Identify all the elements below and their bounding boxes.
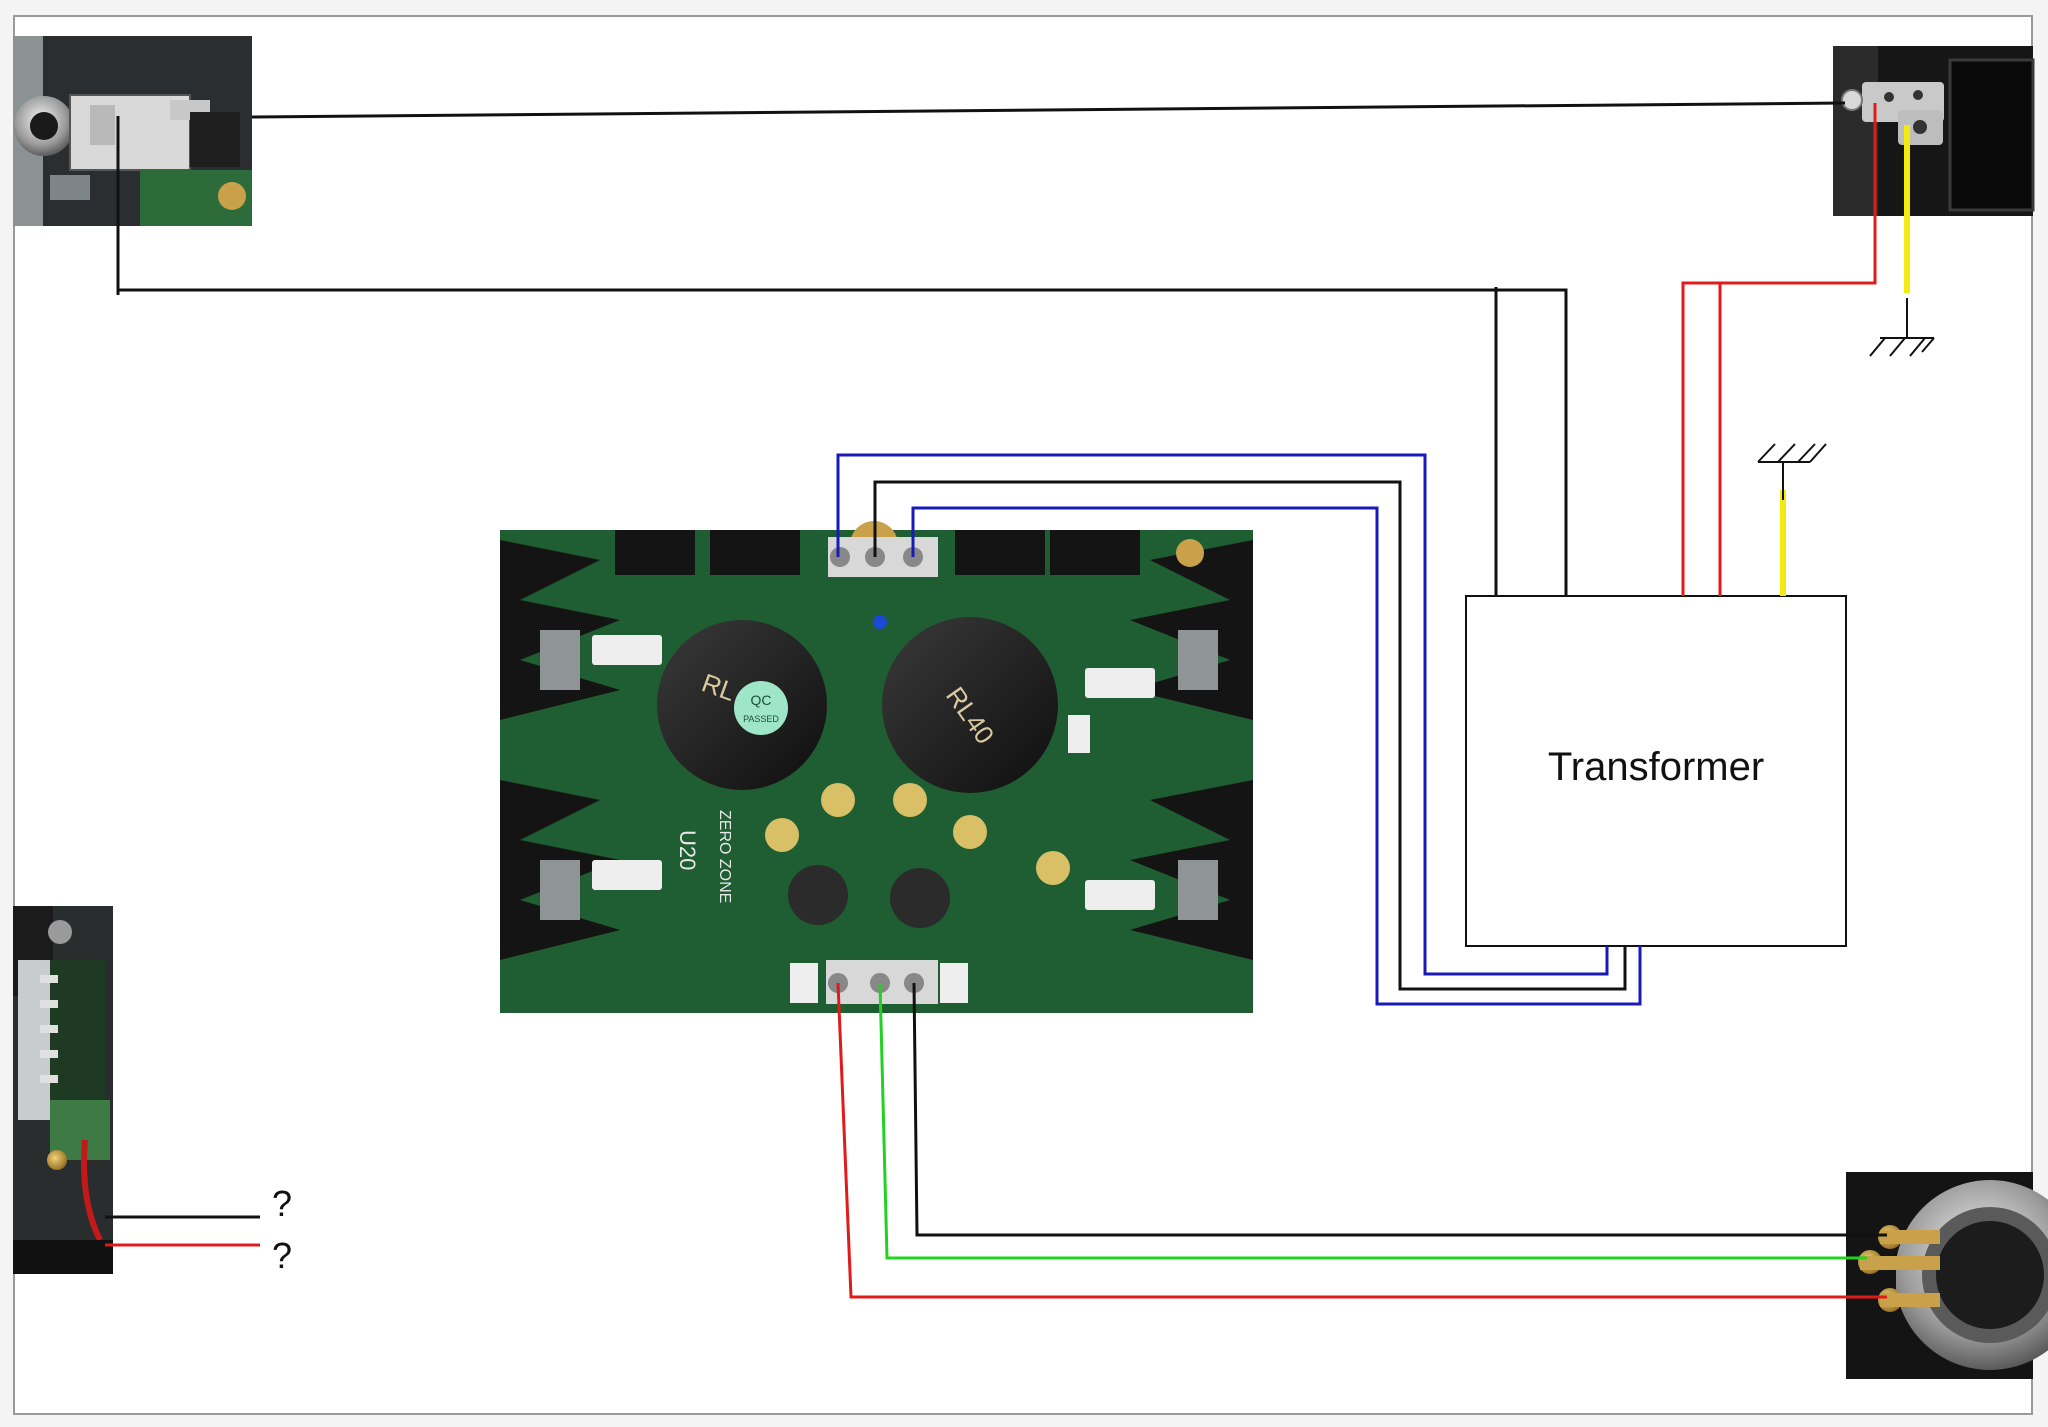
wire-black-jack-to-transformer — [118, 288, 1568, 596]
wire-blue-secondary-2 — [911, 506, 1642, 1006]
qc-sticker — [734, 681, 788, 735]
ground-symbol-iec — [1869, 298, 1935, 357]
wire-black-secondary — [873, 480, 1627, 991]
wire-green-output — [878, 982, 1867, 1260]
brand-marking: ZERO ZONE — [716, 810, 733, 903]
transformer-label: Transformer — [1547, 745, 1765, 789]
wire-black-output — [912, 982, 1887, 1237]
earth-wires — [1780, 125, 1910, 596]
wire-red-iec-to-transformer-1 — [1681, 103, 1877, 596]
terminal-block-top — [828, 537, 938, 577]
transformer-box — [1465, 595, 1847, 947]
dc-output-connector-photo — [1846, 1172, 2048, 1379]
wires — [105, 101, 1887, 1299]
headphone-jack-photo — [13, 36, 252, 226]
unknown-wire-label-red: ? — [272, 1235, 293, 1276]
wire-black-jack-to-iec — [251, 101, 1846, 119]
model-marking: U20 — [675, 830, 700, 870]
wire-blue-secondary-1 — [836, 453, 1609, 976]
power-switch-photo — [13, 906, 113, 1274]
power-supply-board-photo: RL RL40 QC PASSED ZERO ZONE U20 — [500, 521, 1253, 1013]
terminal-block-bottom — [826, 960, 938, 1004]
wire-red-output — [836, 982, 1887, 1299]
capacitor-right — [882, 617, 1058, 793]
unknown-wire-label-black: ? — [272, 1183, 293, 1224]
qc-passed-text: PASSED — [743, 714, 779, 724]
iec-power-inlet-photo — [1833, 46, 2035, 216]
qc-text: QC — [751, 692, 772, 708]
ground-symbol-transformer — [1757, 443, 1827, 500]
